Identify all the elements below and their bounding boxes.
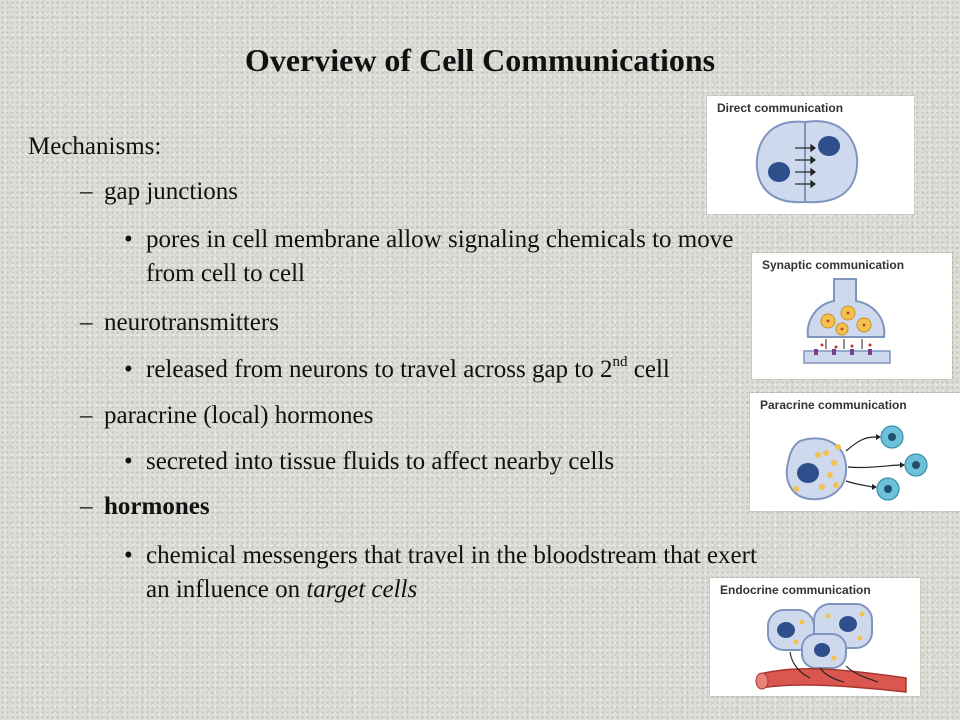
hormones-detail-line1: chemical messengers that travel in the b… — [146, 542, 757, 569]
ordinal-suffix: nd — [612, 354, 628, 370]
neurotransmitters-detail: released from neurons to travel across g… — [146, 355, 670, 385]
bullet-marker: • — [124, 226, 133, 253]
dash-marker: – — [80, 178, 93, 205]
synaptic-communication-label: Synaptic communication — [762, 258, 905, 272]
slide-title: Overview of Cell Communications — [244, 42, 716, 78]
target-cells-term: target cells — [306, 576, 418, 603]
mechanisms-heading: Mechanisms: — [28, 133, 162, 160]
endocrine-communication-label: Endocrine communication — [720, 583, 871, 597]
hormones-detail-text: an influence on — [146, 576, 307, 603]
synaptic-communication-panel: Synaptic communication — [752, 253, 952, 379]
dash-marker: – — [80, 493, 93, 520]
item-gap-junctions: gap junctions — [104, 178, 239, 205]
direct-communication-panel: Direct communication — [707, 96, 914, 214]
endocrine-communication-illustration — [755, 603, 907, 693]
paracrine-detail: secreted into tissue fluids to affect ne… — [146, 448, 615, 475]
item-hormones: hormones — [104, 493, 210, 520]
endocrine-communication-panel: Endocrine communication — [710, 578, 920, 696]
dash-marker: – — [80, 402, 93, 429]
bullet-marker: • — [124, 356, 133, 383]
synaptic-communication-illustration — [803, 278, 891, 364]
neurotransmitters-detail-end: cell — [627, 356, 670, 383]
gap-junctions-detail-line2: from cell to cell — [146, 260, 305, 287]
paracrine-communication-illustration — [785, 425, 928, 501]
paracrine-communication-label: Paracrine communication — [760, 398, 907, 412]
direct-communication-label: Direct communication — [717, 101, 844, 115]
bullet-marker: • — [124, 542, 133, 569]
item-neurotransmitters: neurotransmitters — [104, 309, 279, 336]
item-paracrine-hormones: paracrine (local) hormones — [104, 402, 374, 429]
paracrine-communication-panel: Paracrine communication — [750, 393, 960, 511]
bullet-marker: • — [124, 448, 133, 475]
direct-communication-illustration — [755, 120, 859, 204]
gap-junctions-detail-line1: pores in cell membrane allow signaling c… — [146, 226, 734, 253]
neurotransmitters-detail-text: released from neurons to travel across g… — [146, 356, 613, 383]
dash-marker: – — [80, 309, 93, 336]
hormones-detail-line2: an influence on target cells — [146, 575, 417, 605]
